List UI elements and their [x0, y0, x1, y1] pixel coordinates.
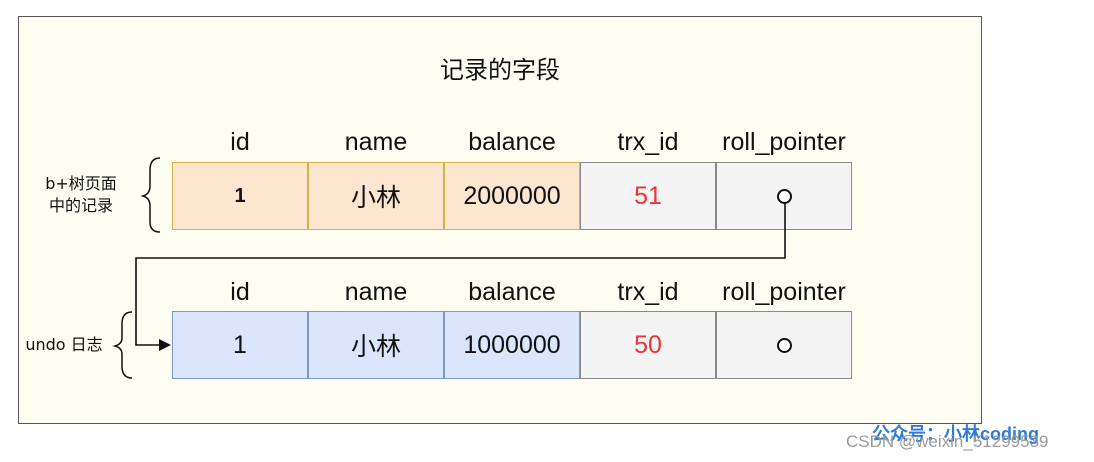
current-record-label-line2: 中的记录: [48, 196, 113, 215]
current-record-id-cell: 1: [172, 162, 308, 230]
undo-header-id: id: [230, 278, 250, 306]
header-roll-pointer: roll_pointer: [722, 128, 846, 156]
roll-pointer-circle-icon: [776, 188, 792, 204]
undo-header-name: name: [344, 278, 408, 306]
diagram-title: 记录的字段: [440, 56, 560, 84]
current-record-label-line1: b+树页面: [45, 174, 117, 193]
roll-pointer-arrow-head: [159, 339, 171, 351]
current-record-brace: [140, 157, 161, 233]
undo-record-balance: 1000000: [463, 330, 561, 359]
current-record-balance-cell: 2000000: [444, 162, 580, 230]
roll-pointer-arrow-line: [135, 203, 786, 346]
current-record-trx-id-cell: 51: [580, 162, 716, 230]
undo-record-name-cell: 小林: [308, 311, 444, 379]
current-record-label: b+树页面 中的记录: [36, 173, 126, 217]
current-record-name-cell: 小林: [308, 162, 444, 230]
undo-record-roll-pointer-cell: [716, 311, 852, 379]
undo-header-roll-pointer: roll_pointer: [722, 278, 846, 306]
undo-record-balance-cell: 1000000: [444, 311, 580, 379]
current-record-name: 小林: [350, 184, 401, 212]
undo-record-id: 1: [233, 330, 247, 359]
undo-record-trx-id: 50: [634, 330, 662, 359]
csdn-watermark: CSDN @weixin_51299539: [846, 432, 1049, 451]
undo-record-trx-id-cell: 50: [580, 311, 716, 379]
undo-header-trx-id: trx_id: [617, 278, 679, 306]
undo-roll-pointer-circle-icon: [776, 337, 792, 353]
header-name: name: [344, 128, 408, 156]
brand-text: 公众号：小林coding: [872, 424, 1039, 444]
undo-log-label: undo 日志: [25, 335, 103, 354]
header-id: id: [230, 128, 250, 156]
current-record-id: 1: [234, 184, 246, 207]
current-record-trx-id: 51: [634, 181, 662, 210]
undo-header-balance: balance: [468, 278, 556, 306]
undo-record-brace: [112, 311, 133, 379]
current-record-roll-pointer-cell: [716, 162, 852, 230]
undo-record-name: 小林: [350, 333, 401, 361]
current-record-balance: 2000000: [463, 181, 561, 210]
undo-record-id-cell: 1: [172, 311, 308, 379]
header-balance: balance: [468, 128, 556, 156]
header-trx-id: trx_id: [617, 128, 679, 156]
